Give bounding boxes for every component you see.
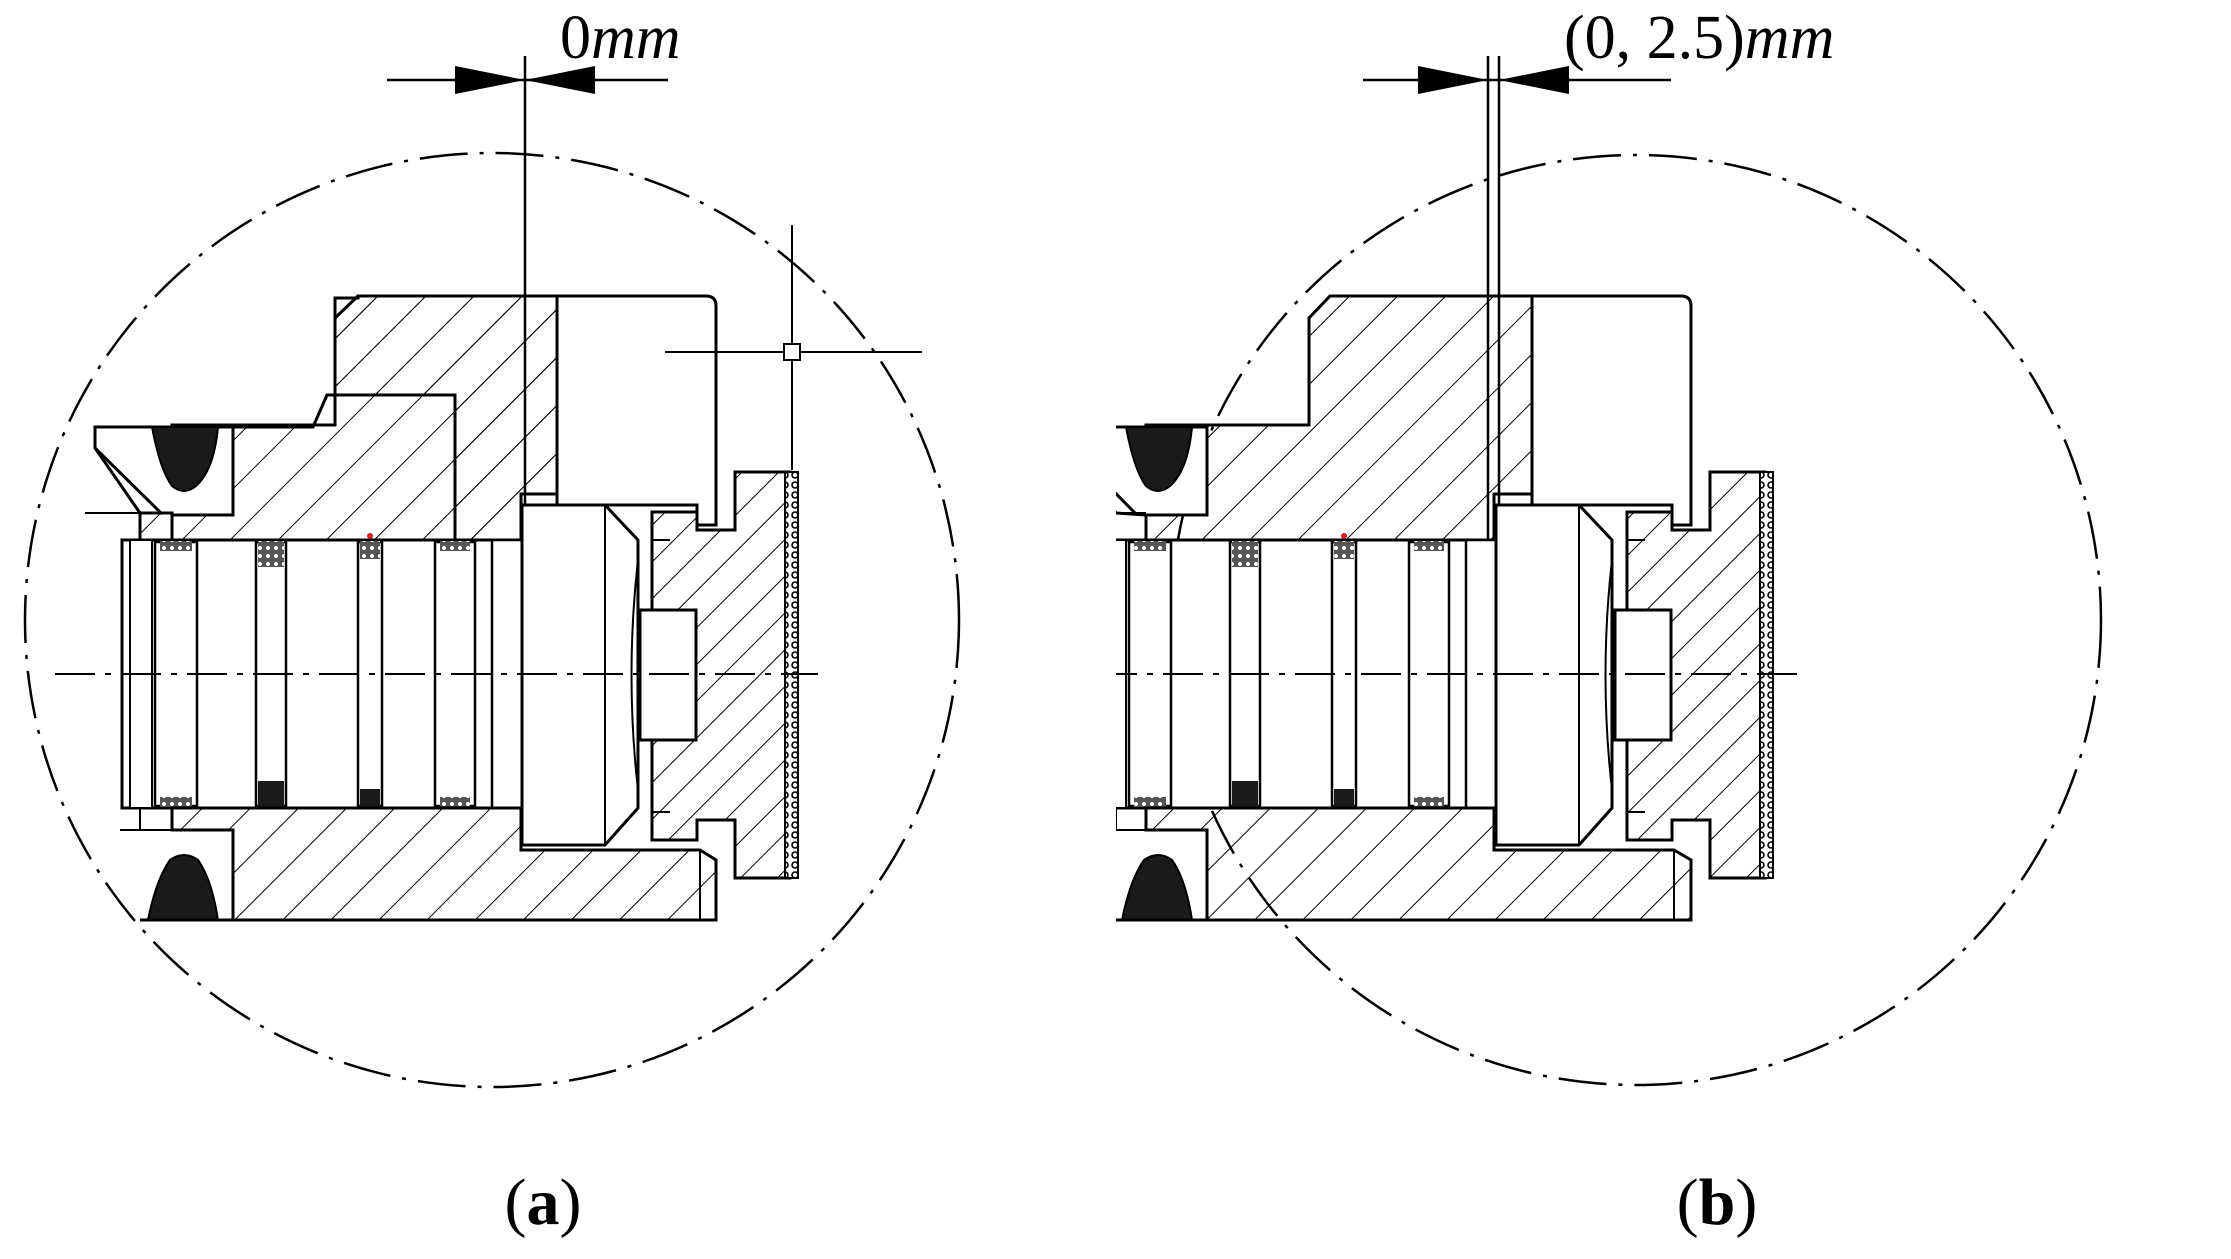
panel-b: (0, 2.5)mm (b) (1116, 0, 2231, 1259)
dimension-label-a: 0mm (560, 4, 681, 72)
upper-chamber (555, 294, 718, 527)
lower-housing (1144, 806, 1693, 922)
dim-arrow-right (525, 66, 595, 94)
drawing-b: (0, 2.5)mm (1116, 4, 2103, 1087)
seal-ring-top (150, 426, 220, 492)
drawing-a: 0mm (23, 4, 961, 1089)
caption-a: (a) (504, 1166, 582, 1239)
panel-a: 0mm (a) (0, 0, 1115, 1259)
red-marker (1341, 533, 1347, 539)
upper-chamber (1530, 294, 1693, 527)
seal-ring-bottom (146, 854, 220, 921)
seal-ring-bottom (1120, 854, 1194, 921)
seal-ring-top (1124, 426, 1194, 492)
dim-arrow-left (455, 66, 525, 94)
detail-circle (23, 151, 961, 1089)
lower-housing (170, 806, 718, 922)
crosshair-box (783, 343, 801, 361)
dim-arrow-right (1499, 66, 1569, 94)
red-marker (367, 533, 373, 539)
dim-arrow-left (1418, 66, 1488, 94)
groove-3 (1330, 540, 1358, 808)
caption-b: (b) (1676, 1166, 1758, 1239)
dimension-label-b: (0, 2.5)mm (1564, 4, 1834, 72)
